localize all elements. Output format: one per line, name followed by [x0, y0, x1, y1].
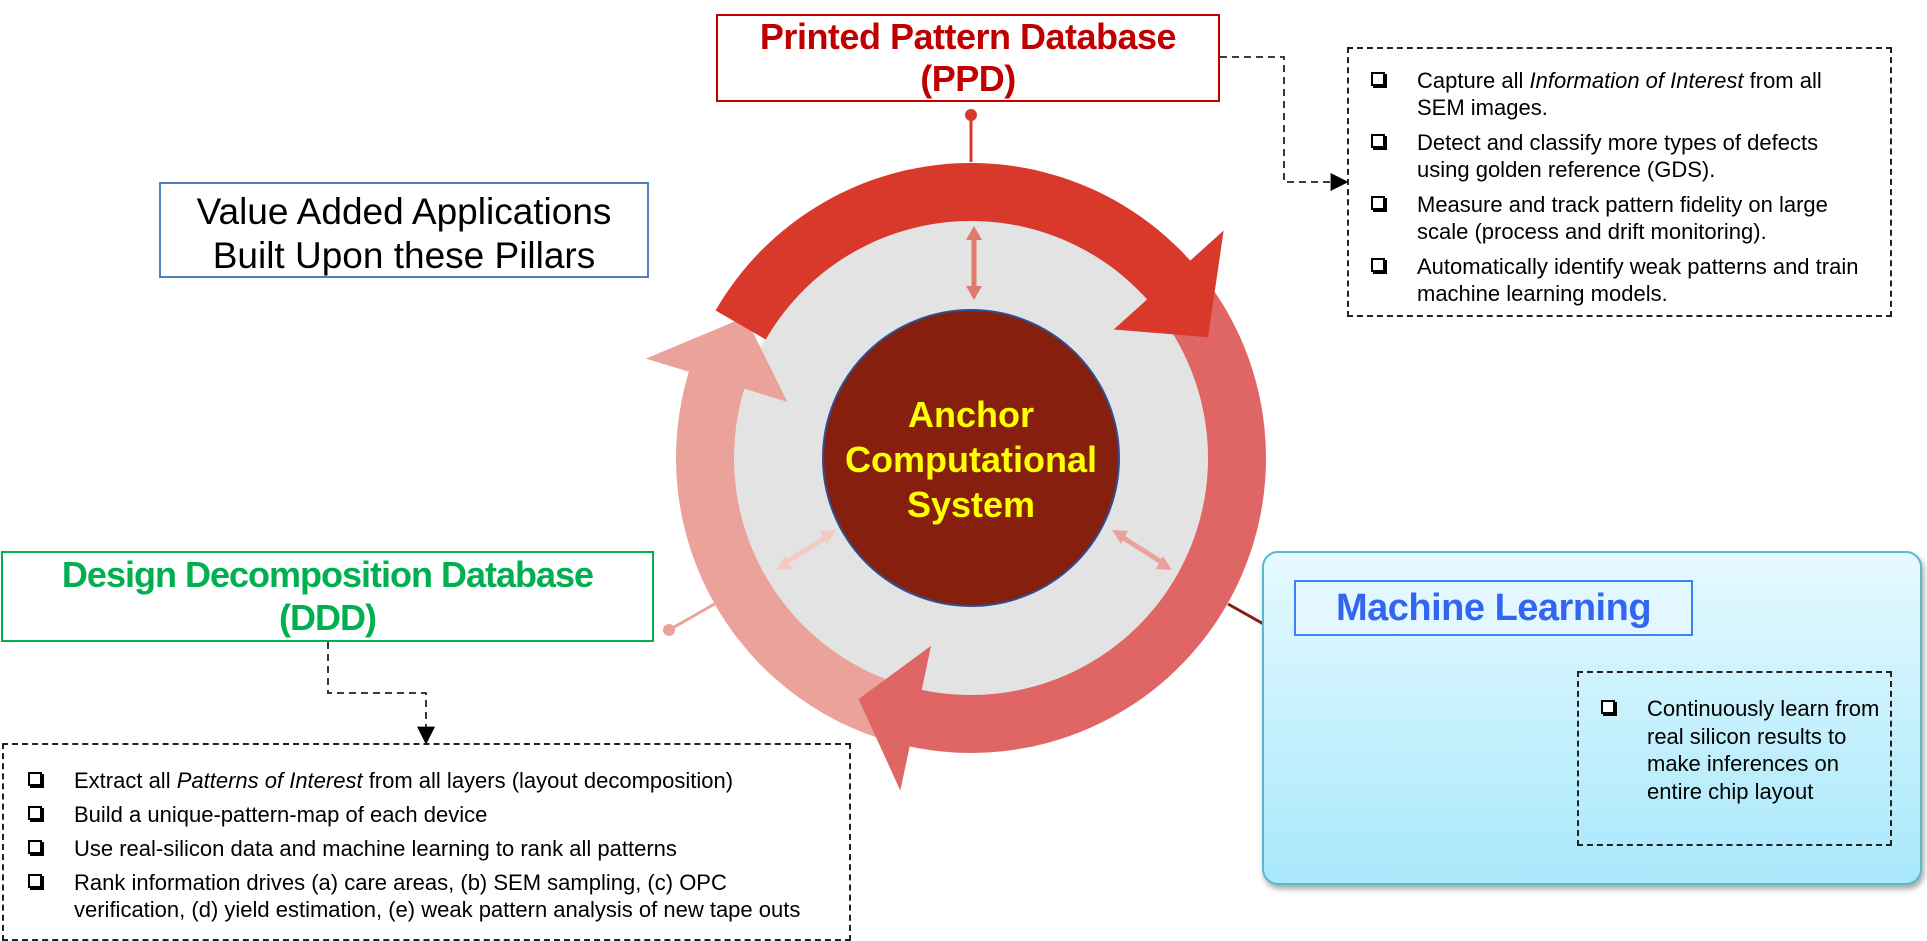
center-line2: Computational [845, 439, 1097, 480]
ppd-pin [965, 109, 977, 162]
ring-arrow-left [645, 317, 922, 747]
ppd-bullet-list: Capture all Information of Interest from… [1347, 47, 1892, 317]
list-item: Measure and track pattern fidelity on la… [1371, 191, 1870, 245]
checkbox-square-icon [1371, 196, 1385, 210]
list-item: Rank information drives (a) care areas, … [28, 869, 829, 923]
bullet-emphasis: Information of Interest [1529, 68, 1744, 93]
ddd-title-line1: Design Decomposition Database [61, 554, 594, 595]
ppd-title-line1: Printed Pattern Database [759, 16, 1177, 57]
bullet-text: Use real-silicon data and machine learni… [74, 836, 677, 861]
checkbox-square-icon [1601, 700, 1615, 714]
center-label: Anchor Computational System [823, 392, 1119, 527]
bullet-text: Measure and track pattern fidelity on la… [1417, 192, 1828, 244]
ppd-connector [1220, 56, 1349, 191]
center-line1: Anchor [908, 394, 1034, 435]
bullet-text: Automatically identify weak patterns and… [1417, 254, 1859, 306]
list-item: Automatically identify weak patterns and… [1371, 253, 1870, 307]
bullet-text: Detect and classify more types of defect… [1417, 130, 1819, 182]
ml-bullet-list: Continuously learn from real silicon res… [1577, 671, 1892, 846]
value-added-box: Value Added Applications Built Upon thes… [159, 182, 649, 278]
ring-arrow-right [858, 260, 1266, 791]
ppd-title-line2: (PPD) [920, 58, 1016, 99]
double-arrow-top [966, 226, 982, 300]
ddd-title-box: Design Decomposition Database (DDD) [1, 551, 654, 642]
value-added-line2: Built Upon these Pillars [212, 235, 596, 276]
bullet-text: Continuously learn from real silicon res… [1647, 696, 1880, 804]
double-arrow-left [776, 530, 836, 570]
checkbox-square-icon [1371, 72, 1385, 86]
bullet-text: from all layers (layout decomposition) [362, 768, 734, 793]
checkbox-square-icon [1371, 134, 1385, 148]
bullet-text: Capture all [1417, 68, 1530, 93]
checkbox-square-icon [28, 840, 42, 854]
checkbox-square-icon [1371, 258, 1385, 272]
checkbox-square-icon [28, 772, 42, 786]
bullet-text: Build a unique-pattern-map of each devic… [74, 802, 488, 827]
value-added-line1: Value Added Applications [196, 191, 612, 232]
list-item: Extract all Patterns of Interest from al… [28, 767, 829, 794]
double-arrow-right [1112, 530, 1172, 570]
center-circle [822, 309, 1120, 607]
checkbox-square-icon [28, 874, 42, 888]
list-item: Use real-silicon data and machine learni… [28, 835, 829, 862]
ddd-connector [327, 642, 435, 745]
list-item: Detect and classify more types of defect… [1371, 129, 1870, 183]
list-item: Build a unique-pattern-map of each devic… [28, 801, 829, 828]
ring-arrow-top [715, 163, 1224, 340]
ppd-title-box: Printed Pattern Database (PPD) [716, 14, 1220, 102]
ring-arrows [645, 163, 1266, 791]
ml-title-box: Machine Learning [1294, 580, 1693, 636]
bullet-text: from all SEM images. [1417, 68, 1822, 120]
ml-title: Machine Learning [1335, 587, 1652, 629]
bullet-text: Extract all [74, 768, 177, 793]
ddd-bullet-list: Extract all Patterns of Interest from al… [2, 743, 851, 941]
list-item: Capture all Information of Interest from… [1371, 67, 1870, 121]
bullet-emphasis: Patterns of Interest [176, 768, 363, 793]
center-line3: System [906, 484, 1036, 525]
ddd-pin [663, 600, 719, 636]
ddd-title-line2: (DDD) [279, 597, 377, 638]
checkbox-square-icon [28, 806, 42, 820]
bullet-text: Rank information drives (a) care areas, … [74, 870, 801, 922]
list-item: Continuously learn from real silicon res… [1601, 695, 1880, 805]
